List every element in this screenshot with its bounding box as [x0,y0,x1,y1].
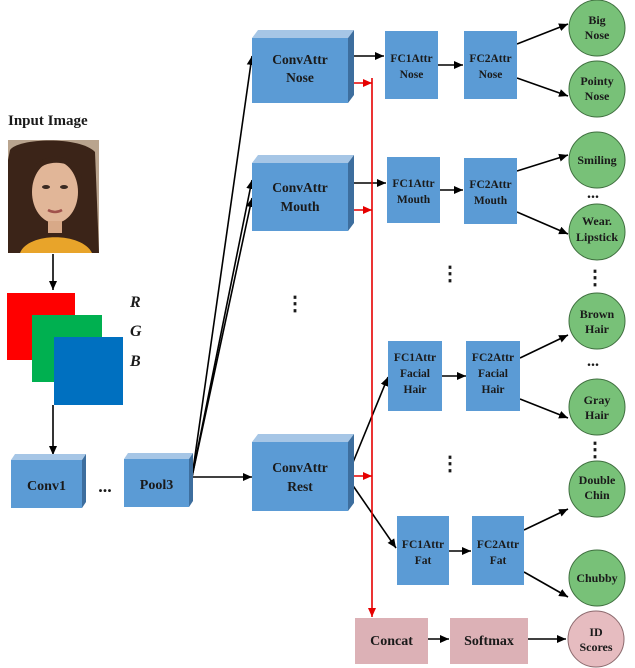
attr-pointy-nose-line2: Nose [585,89,610,103]
attr-vertical-ellipsis-1: ⋮ [585,267,605,289]
fc1-nose-block: FC1Attr Nose [385,31,438,99]
attr-gray-hair-line2: Hair [585,408,610,422]
convattr-rest-line1: ConvAttr [272,460,328,475]
convattr-nose-block: ConvAttr Nose [252,30,354,103]
backbone-ellipsis: ... [98,476,112,496]
fc1-facial-hair-line2: Facial [400,368,430,380]
blue-channel-plane [54,337,123,405]
attr-ellipsis-1: ... [587,185,599,202]
pool3-block: Pool3 [124,453,193,507]
conv1-block: Conv1 [11,454,86,508]
convattr-rest-block: ConvAttr Rest [252,434,354,511]
attr-vertical-ellipsis-2: ⋮ [585,439,605,461]
attr-wear-lipstick-line2: Lipstick [576,230,618,244]
convattr-nose-line2: Nose [286,70,314,85]
attr-wear-lipstick-line1: Wear. [582,214,612,228]
fc1-facial-hair-block: FC1Attr Facial Hair [388,341,442,411]
id-scores-line2: Scores [579,640,612,654]
convattr-nose-line1: ConvAttr [272,52,328,67]
fc2-nose-line2: Nose [479,69,503,81]
black-arrows [49,23,569,643]
attr-chubby [568,549,626,607]
fc1-facial-hair-line1: FC1Attr [394,352,436,364]
attr-smiling [568,131,626,189]
fc1-facial-hair-line3: Hair [404,384,427,396]
attr-big-nose-line1: Big [588,13,605,27]
fc1-mouth-block: FC1Attr Mouth [387,157,440,223]
fc2-mouth-line1: FC2Attr [469,179,511,191]
id-scores-line1: ID [589,625,603,639]
id-scores-circle [567,610,625,668]
fc1-mouth-line2: Mouth [397,194,431,206]
attr-big-nose-line2: Nose [585,28,610,42]
fc2-facial-hair-line2: Facial [478,368,508,380]
convattr-vertical-ellipsis: ⋮ [285,293,305,315]
attr-gray-hair [568,378,626,436]
concat-label: Concat [370,634,413,649]
attr-wear-lipstick [568,203,626,261]
softmax-block: Softmax [450,618,528,664]
attr-gray-hair-line1: Gray [584,393,611,407]
attr-pointy-nose-line1: Pointy [580,74,613,88]
attr-big-nose [568,0,626,57]
fc2-facial-hair-block: FC2Attr Facial Hair [466,341,520,411]
attr-ellipsis-2: ... [587,353,599,370]
attr-brown-hair [568,292,626,350]
concat-block: Concat [355,618,428,664]
convattr-mouth-block: ConvAttr Mouth [252,155,354,231]
fc2-fat-block: FC2Attr Fat [472,516,524,585]
channel-label-g: G [130,323,142,340]
fc-vertical-ellipsis-2: ⋮ [440,453,460,475]
fc2-mouth-block: FC2Attr Mouth [464,158,517,224]
softmax-label: Softmax [464,634,514,649]
convattr-rest-line2: Rest [287,479,313,494]
attribute-circles [567,0,626,668]
attr-smiling-label: Smiling [577,153,616,167]
convattr-mouth-line1: ConvAttr [272,180,328,195]
fc2-fat-line1: FC2Attr [477,539,519,551]
attr-brown-hair-line1: Brown [580,307,615,321]
fc1-mouth-line1: FC1Attr [392,178,434,190]
fc1-nose-line1: FC1Attr [390,53,432,65]
attr-double-chin [568,460,626,518]
attr-pointy-nose [568,60,626,118]
fc2-nose-block: FC2Attr Nose [464,31,517,99]
fc1-fat-block: FC1Attr Fat [397,516,449,585]
attr-double-chin-line2: Chin [584,488,610,502]
conv1-label: Conv1 [27,479,66,494]
attr-double-chin-line1: Double [579,473,616,487]
channel-label-r: R [129,294,141,311]
convattr-mouth-line2: Mouth [280,199,319,214]
fc2-fat-line2: Fat [490,555,507,567]
input-image-title: Input Image [8,113,88,129]
input-face-photo [8,140,99,253]
pool3-label: Pool3 [140,478,173,493]
fc2-facial-hair-line3: Hair [482,384,505,396]
fc1-nose-line2: Nose [400,69,424,81]
fc1-fat-line2: Fat [415,555,432,567]
attr-brown-hair-line2: Hair [585,322,610,336]
fc-vertical-ellipsis-1: ⋮ [440,263,460,285]
channel-label-b: B [129,353,141,370]
fc2-nose-line1: FC2Attr [469,53,511,65]
fc1-fat-line1: FC1Attr [402,539,444,551]
attr-chubby-label: Chubby [576,571,617,585]
fc2-facial-hair-line1: FC2Attr [472,352,514,364]
fc2-mouth-line2: Mouth [474,195,508,207]
